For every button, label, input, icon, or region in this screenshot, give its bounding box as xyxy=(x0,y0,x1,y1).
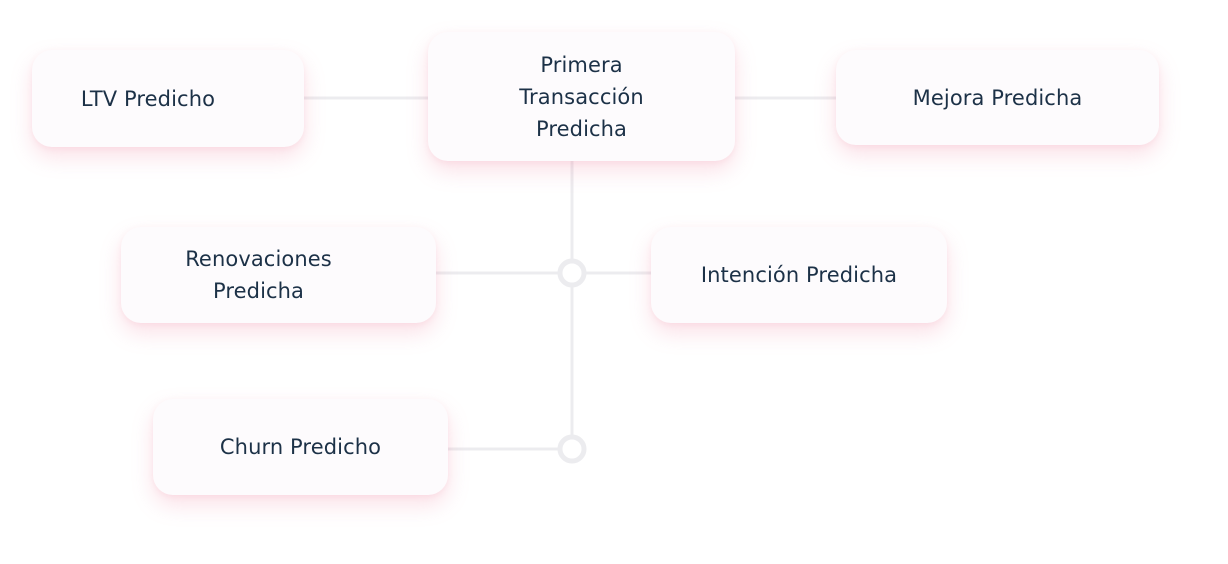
node-label: Mejora Predicha xyxy=(912,85,1083,110)
node-mejora-predicha: Mejora Predicha xyxy=(836,50,1159,145)
node-renovaciones-predicha: Renovaciones Predicha xyxy=(121,227,436,323)
junction-node-lower xyxy=(557,434,587,464)
node-churn-predicho: Churn Predicho xyxy=(153,399,448,495)
node-label: Churn Predicho xyxy=(219,435,382,459)
node-primera-transaccion-predicha: Primera Transacción Predicha xyxy=(428,32,735,161)
node-label: Intención Predicha xyxy=(700,263,898,287)
node-label: Primera Transacción Predicha xyxy=(519,52,644,141)
node-label: Renovaciones Predicha xyxy=(185,247,332,303)
node-intencion-predicha: Intención Predicha xyxy=(651,227,947,323)
node-label: LTV Predicho xyxy=(80,86,216,111)
junction-node-upper xyxy=(557,258,587,288)
node-ltv-predicho: LTV Predicho xyxy=(32,50,304,147)
